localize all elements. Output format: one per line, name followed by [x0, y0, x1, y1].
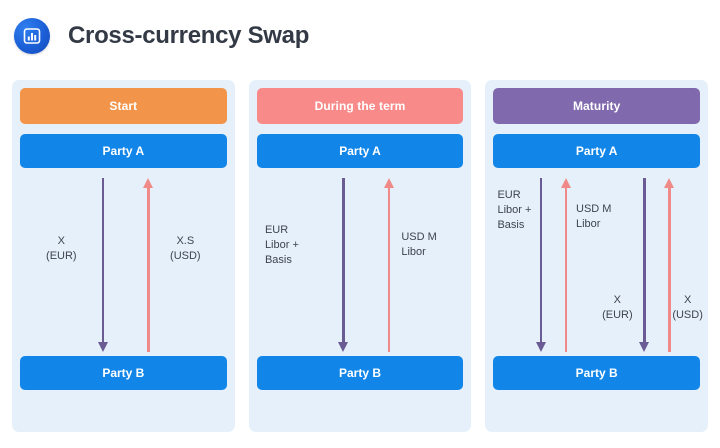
label-line: X.S	[176, 234, 195, 247]
label-line: X	[683, 293, 692, 306]
label-x-eur-label: X (EUR)	[46, 234, 77, 264]
arrow-shaft	[147, 187, 150, 352]
label-x-usd-label: X (USD)	[672, 293, 703, 323]
label-line: (USD)	[170, 249, 201, 262]
label-line: EUR	[264, 224, 289, 237]
party-a-box[interactable]: Party A	[493, 134, 701, 168]
arrow-usd-m-libor-flow	[383, 178, 395, 352]
arrow-eur-libor-basis-flow	[337, 178, 349, 352]
label-line: X	[57, 234, 65, 247]
arrow-head	[143, 178, 154, 188]
arrow-head	[639, 342, 650, 352]
arrow-head	[535, 342, 546, 352]
stage-badge-during-the-term[interactable]: During the term	[256, 88, 464, 124]
arrow-x-eur-flow	[97, 178, 109, 352]
arrow-usd-m-libor-flow	[560, 178, 572, 352]
arrow-head	[664, 178, 674, 188]
label-usd-m-libor-label: USD M Libor	[401, 230, 436, 260]
arrow-head	[383, 178, 394, 188]
label-line: USD M	[576, 203, 612, 216]
page-header: Cross-currency Swap	[0, 0, 720, 56]
arrow-x-eur-flow	[638, 178, 650, 352]
arrow-eur-libor-basis-flow	[535, 178, 547, 352]
bar-chart-icon	[14, 18, 50, 54]
stage-badge-start[interactable]: Start	[20, 88, 227, 124]
label-line: Basis	[497, 219, 525, 232]
arrow-shaft	[564, 187, 568, 352]
label-line: Libor +	[264, 239, 299, 252]
label-line: Basis	[264, 254, 292, 267]
label-line: Libor	[576, 218, 601, 231]
arrow-shaft	[342, 178, 345, 343]
label-line: Libor	[401, 246, 426, 259]
party-a-box[interactable]: Party A	[20, 134, 227, 168]
arrow-shaft	[668, 187, 671, 352]
label-line: USD M	[401, 231, 437, 244]
arrow-shaft	[539, 178, 543, 343]
arrow-head	[97, 342, 108, 352]
party-b-box[interactable]: Party B	[20, 356, 227, 390]
label-line: (EUR)	[46, 249, 77, 262]
label-line: X	[613, 293, 622, 306]
label-xs-usd-label: X.S (USD)	[170, 234, 201, 264]
label-line: Libor +	[497, 204, 532, 217]
label-x-eur-label: X (EUR)	[602, 293, 633, 323]
stage-badge-maturity[interactable]: Maturity	[493, 88, 701, 124]
arrow-head	[560, 178, 571, 188]
arrow-xs-usd-flow	[142, 178, 154, 352]
party-a-box[interactable]: Party A	[256, 134, 464, 168]
flow-area: X (EUR) X.S (USD)	[20, 178, 227, 352]
party-b-box[interactable]: Party B	[256, 356, 464, 390]
arrow-shaft	[101, 178, 105, 343]
arrow-shaft	[643, 178, 646, 343]
label-line: EUR	[497, 189, 521, 202]
arrow-shaft	[387, 187, 391, 352]
label-line: (EUR)	[602, 308, 633, 321]
arrow-x-usd-flow	[663, 178, 675, 352]
label-eur-libor-basis-label: EUR Libor + Basis	[497, 188, 531, 233]
page-title: Cross-currency Swap	[68, 22, 310, 49]
label-line: (USD)	[672, 308, 703, 321]
label-eur-libor-basis-label: EUR Libor + Basis	[265, 223, 299, 268]
label-usd-m-libor-label: USD M Libor	[576, 202, 611, 232]
party-b-box[interactable]: Party B	[493, 356, 701, 390]
arrow-head	[338, 342, 349, 352]
flow-area: EUR Libor + Basis USD M Libor	[257, 178, 464, 352]
